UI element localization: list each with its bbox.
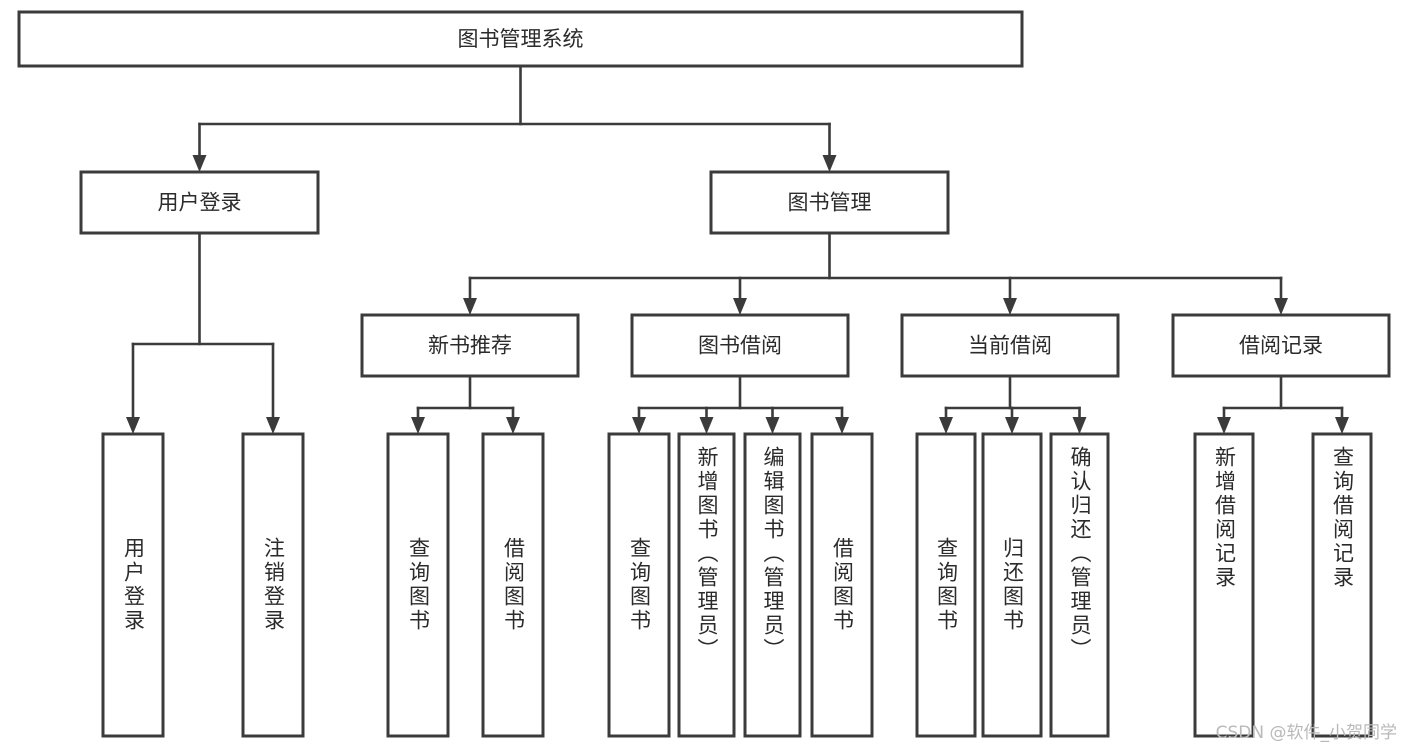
node-box-bookmgmt[interactable] (709, 170, 950, 235)
node-box-nb-query[interactable] (386, 432, 450, 738)
node-rc-query[interactable] (1311, 432, 1373, 738)
node-box-records[interactable] (1171, 313, 1391, 378)
edge-group-root (192, 64, 837, 172)
node-label-borrow: 图书借阅 (698, 334, 782, 358)
node-bw-borrow[interactable] (810, 432, 874, 738)
node-label-newbook: 新书推荐 (428, 334, 512, 358)
node-cu-query[interactable] (915, 432, 977, 738)
node-box-cu-query[interactable] (915, 432, 977, 738)
node-bw-add[interactable] (677, 432, 736, 738)
node-box-root[interactable] (17, 10, 1024, 68)
node-box-newbook[interactable] (360, 313, 580, 378)
node-login-do[interactable] (101, 432, 165, 738)
node-box-login-do[interactable] (101, 432, 165, 738)
node-label-current: 当前借阅 (968, 334, 1052, 358)
node-nb-query[interactable] (386, 432, 450, 738)
edge-group-borrow (632, 374, 849, 434)
node-box-login[interactable] (79, 170, 320, 235)
node-login-out[interactable] (241, 432, 305, 738)
node-box-bw-add[interactable] (677, 432, 736, 738)
node-bw-query[interactable] (607, 432, 671, 738)
node-label-bookmgmt: 图书管理 (788, 191, 872, 215)
node-box-bw-query[interactable] (607, 432, 671, 738)
node-bookmgmt[interactable] (709, 170, 950, 235)
node-box-nb-borrow[interactable] (481, 432, 545, 738)
node-cu-return[interactable] (981, 432, 1043, 738)
node-records[interactable] (1171, 313, 1391, 378)
watermark-text: CSDN @软件_小贺同学 (1215, 723, 1397, 743)
edge-group-records (1217, 374, 1349, 434)
node-label-records: 借阅记录 (1239, 334, 1323, 358)
node-rc-add[interactable] (1193, 432, 1255, 738)
edge-group-login (126, 231, 280, 434)
node-box-bw-edit[interactable] (743, 432, 802, 738)
edge-group-current (939, 374, 1087, 434)
node-label-login: 用户登录 (158, 191, 242, 215)
edges-layer (126, 64, 1349, 434)
node-cu-confirm[interactable] (1049, 432, 1110, 738)
node-box-cu-confirm[interactable] (1049, 432, 1110, 738)
node-nb-borrow[interactable] (481, 432, 545, 738)
node-login[interactable] (79, 170, 320, 235)
node-borrow[interactable] (630, 313, 850, 378)
edge-group-newbook (411, 374, 520, 434)
node-newbook[interactable] (360, 313, 580, 378)
node-box-borrow[interactable] (630, 313, 850, 378)
edge-group-bookmgmt (463, 231, 1288, 315)
node-box-login-out[interactable] (241, 432, 305, 738)
node-label-root: 图书管理系统 (458, 27, 584, 51)
node-box-cu-return[interactable] (981, 432, 1043, 738)
node-box-rc-add[interactable] (1193, 432, 1255, 738)
node-box-current[interactable] (900, 313, 1120, 378)
node-root[interactable] (17, 10, 1024, 68)
node-bw-edit[interactable] (743, 432, 802, 738)
node-current[interactable] (900, 313, 1120, 378)
node-box-bw-borrow[interactable] (810, 432, 874, 738)
node-box-rc-query[interactable] (1311, 432, 1373, 738)
